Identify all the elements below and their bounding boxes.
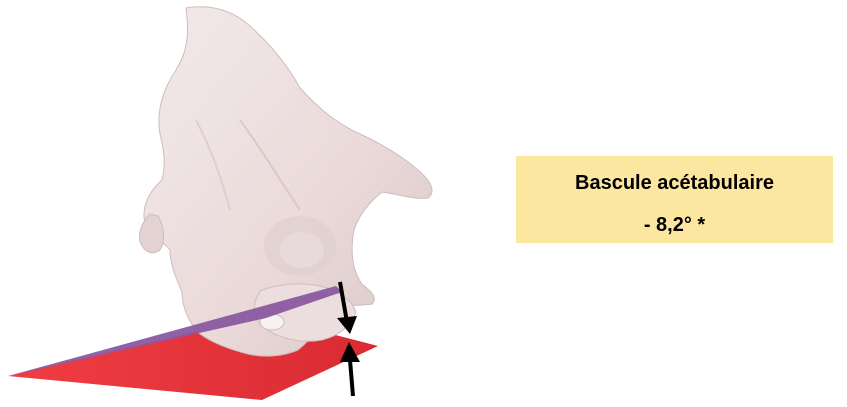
measurement-value: - 8,2° * xyxy=(516,214,833,236)
measurement-title: Bascule acétabulaire xyxy=(516,172,833,194)
measurement-label-box: Bascule acétabulaire - 8,2° * xyxy=(516,156,833,243)
